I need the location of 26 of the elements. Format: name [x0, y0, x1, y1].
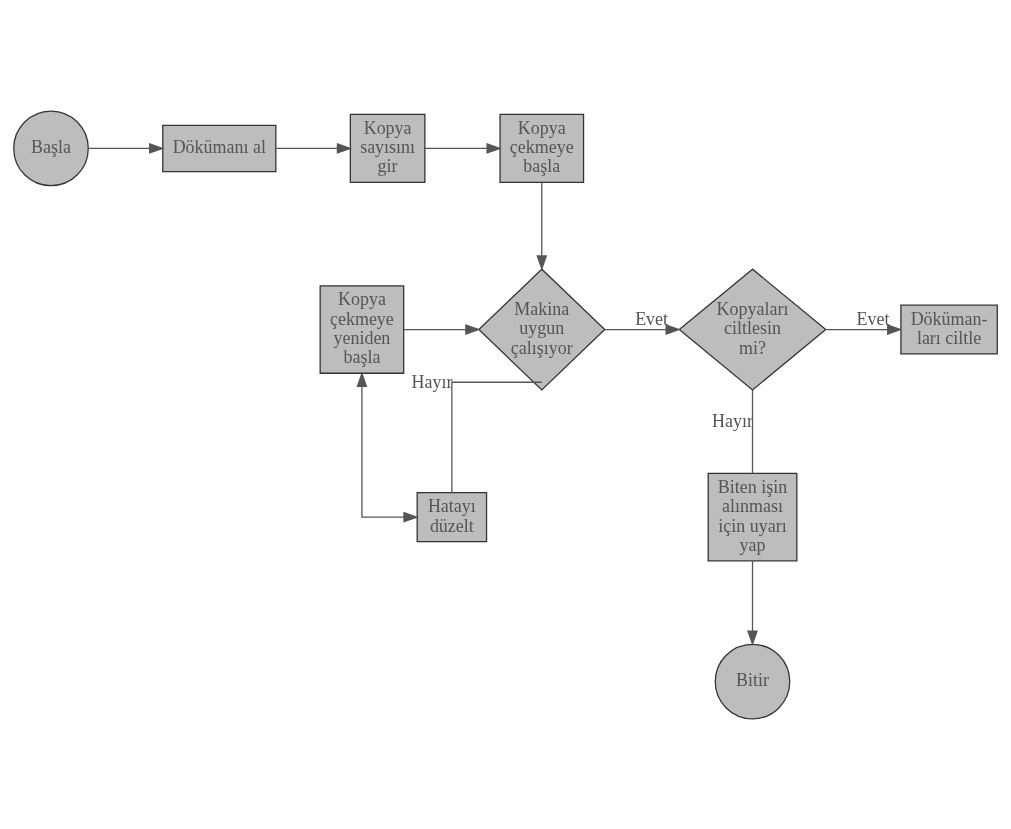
node-box: Hatayı düzelt [416, 491, 488, 542]
arrow [604, 323, 681, 335]
arrow [536, 181, 548, 271]
arrow [424, 142, 502, 154]
node-box: Kopya çekmeye yeniden başla [319, 284, 405, 374]
arrow [87, 142, 165, 154]
edge-label: Hayır [411, 371, 453, 392]
node-box: Kopya sayısını gir [349, 113, 426, 183]
node-box: Dökümanı al [162, 124, 277, 172]
node-circle: Başla [13, 110, 89, 186]
arrow [747, 560, 758, 646]
node-diamond: Makina uygun çalışıyor [477, 267, 606, 391]
arrow [356, 371, 419, 523]
edge-label: Hayır [712, 410, 754, 431]
node-box: Döküman- ları ciltle [900, 304, 998, 355]
arrow [403, 323, 481, 335]
connector [751, 388, 754, 474]
connector [451, 381, 543, 493]
arrow [825, 323, 903, 335]
node-box: Biten işin alınması için uyarı yap [707, 472, 798, 561]
node-circle: Bitir [714, 643, 791, 719]
node-box: Kopya çekmeye başla [499, 113, 585, 183]
edge-label: Evet [635, 308, 669, 329]
edge-label: Evet [856, 308, 890, 329]
node-diamond: Kopyaları ciltlesin mi? [678, 267, 827, 391]
arrow [275, 142, 353, 154]
